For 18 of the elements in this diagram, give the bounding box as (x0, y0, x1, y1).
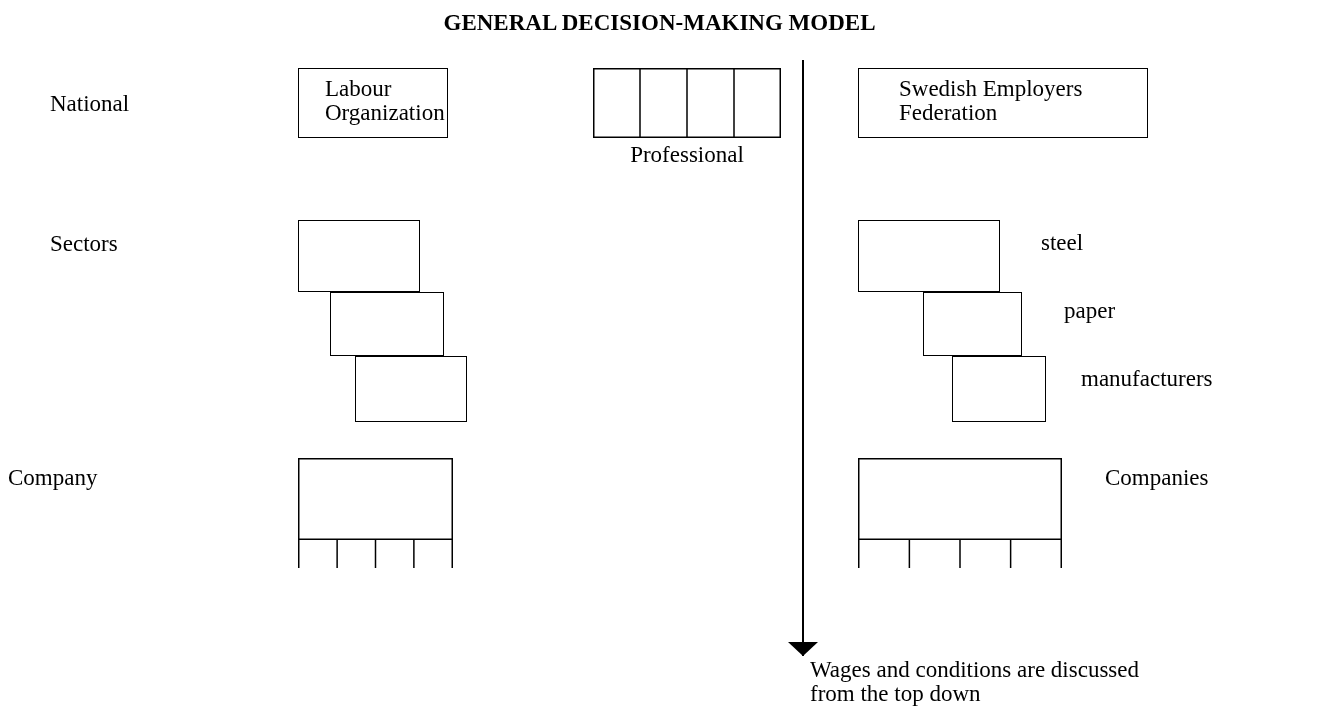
side-label: Companies (1105, 466, 1209, 490)
node-label: Professional (629, 143, 745, 167)
arrow (788, 59, 818, 657)
organization-box (858, 68, 1148, 138)
diagram-title: GENERAL DECISION-MAKING MODEL (443, 10, 876, 36)
empty-box (298, 220, 420, 292)
node-label: Labour Organization (325, 77, 445, 125)
node-label: Swedish Employers Federation (899, 77, 1084, 125)
note-text: Wages and conditions are discussed from the top down (810, 658, 1140, 706)
organization-box (298, 68, 448, 138)
level-label: Company (8, 466, 98, 490)
level-label: Sectors (50, 232, 118, 256)
level-label: National (50, 92, 130, 116)
empty-box (330, 292, 444, 356)
side-label: steel (1041, 231, 1084, 255)
empty-box (355, 356, 467, 422)
side-label: manufacturers (1081, 367, 1213, 391)
side-label: paper (1064, 299, 1116, 323)
